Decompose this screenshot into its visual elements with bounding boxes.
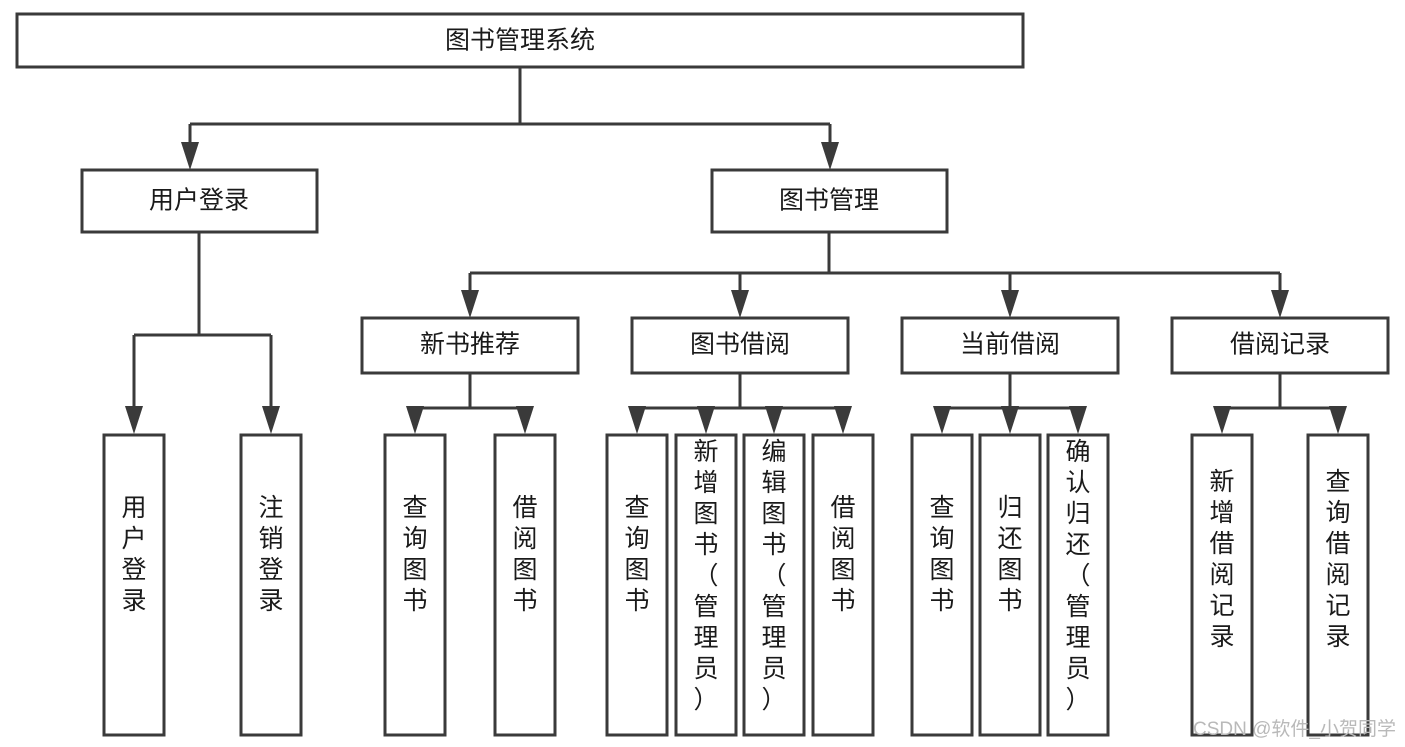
node-box-user-login[interactable] [80, 168, 319, 234]
leaf-label-current-borrow-1: 归还图书 [997, 494, 1022, 615]
leaf-label-book-borrow-0: 查询图书 [624, 494, 649, 615]
arrowhead-current-leaf3 [1069, 406, 1087, 434]
arrowhead-root-to-userlogin [181, 142, 199, 170]
leaf-box-book-borrow-2[interactable] [742, 433, 806, 737]
arrowhead-newbook-leaf1 [406, 406, 424, 434]
arrowhead-borrow-leaf2 [697, 406, 715, 434]
node-label-user-login: 用户登录 [149, 187, 249, 215]
node-user-login[interactable]: 用户登录 [80, 168, 319, 234]
csdn-watermark: CSDN @软件_小贺同学 [1193, 718, 1396, 740]
leaf-user-login-0[interactable]: 用户登录 [102, 433, 166, 737]
arrowhead-borrow-leaf1 [628, 406, 646, 434]
leaf-current-borrow-1[interactable]: 归还图书 [978, 433, 1042, 737]
leaf-box-book-borrow-1[interactable] [674, 433, 738, 737]
arrowhead-record-leaf1 [1213, 406, 1231, 434]
node-label-book-management: 图书管理 [779, 187, 879, 215]
arrowhead-userlogin-leaf1 [125, 406, 143, 434]
leaf-book-borrow-0[interactable]: 查询图书 [605, 433, 669, 737]
leaf-box-book-borrow-0[interactable] [605, 433, 669, 737]
leaf-box-user-login-0[interactable] [102, 433, 166, 737]
leaf-label-book-borrow-1: 新增图书（管理员） [693, 438, 718, 714]
node-box-book-management[interactable] [710, 168, 949, 234]
leaf-label-borrow-record-0: 新增借阅记录 [1209, 468, 1234, 651]
leaf-box-user-login-1[interactable] [239, 433, 303, 737]
node-borrow-record[interactable]: 借阅记录 [1170, 316, 1390, 375]
leaf-borrow-record-1[interactable]: 查询借阅记录 [1306, 433, 1370, 737]
leaf-new-book-1[interactable]: 借阅图书 [493, 433, 557, 737]
node-book-borrow[interactable]: 图书借阅 [630, 316, 850, 375]
arrowhead-bookmgmt-to-record [1271, 290, 1289, 318]
leaf-label-user-login-0: 用户登录 [121, 494, 146, 615]
leaf-current-borrow-2[interactable]: 确认归还（管理员） [1046, 433, 1110, 737]
node-book-management-system[interactable]: 图书管理系统 [15, 12, 1025, 69]
arrowhead-newbook-leaf2 [516, 406, 534, 434]
leaf-label-new-book-0: 查询图书 [402, 494, 427, 615]
leaf-label-new-book-1: 借阅图书 [512, 494, 537, 615]
leaf-new-book-0[interactable]: 查询图书 [383, 433, 447, 737]
leaf-box-current-borrow-2[interactable] [1046, 433, 1110, 737]
arrowhead-borrow-leaf3 [765, 406, 783, 434]
leaf-user-login-1[interactable]: 注销登录 [239, 433, 303, 737]
node-box-current-borrow[interactable] [900, 316, 1120, 375]
node-label-current-borrow: 当前借阅 [960, 331, 1060, 359]
arrowhead-current-leaf2 [1001, 406, 1019, 434]
connector-layer [125, 67, 1347, 434]
arrowhead-borrow-leaf4 [834, 406, 852, 434]
leaf-box-borrow-record-1[interactable] [1306, 433, 1370, 737]
leaf-borrow-record-0[interactable]: 新增借阅记录 [1190, 433, 1254, 737]
leaf-label-current-borrow-2: 确认归还（管理员） [1065, 438, 1090, 714]
leaf-box-book-borrow-3[interactable] [811, 433, 875, 737]
arrowhead-userlogin-leaf2 [262, 406, 280, 434]
arrowhead-bookmgmt-to-current [1001, 290, 1019, 318]
node-current-borrow[interactable]: 当前借阅 [900, 316, 1120, 375]
leaf-box-current-borrow-0[interactable] [910, 433, 974, 737]
leaf-box-borrow-record-0[interactable] [1190, 433, 1254, 737]
leaf-label-user-login-1: 注销登录 [258, 494, 283, 615]
arrowhead-root-to-bookmgmt [821, 142, 839, 170]
node-label-book-borrow: 图书借阅 [690, 331, 790, 359]
node-label-root: 图书管理系统 [445, 27, 595, 55]
leaf-label-book-borrow-3: 借阅图书 [830, 494, 855, 615]
arrowhead-current-leaf1 [933, 406, 951, 434]
node-box-book-borrow[interactable] [630, 316, 850, 375]
leaf-label-current-borrow-0: 查询图书 [929, 494, 954, 615]
arrowhead-record-leaf2 [1329, 406, 1347, 434]
leaf-label-book-borrow-2: 编辑图书（管理员） [761, 438, 786, 714]
node-book-management[interactable]: 图书管理 [710, 168, 949, 234]
leaf-box-current-borrow-1[interactable] [978, 433, 1042, 737]
node-label-borrow-record: 借阅记录 [1230, 331, 1330, 359]
node-new-book-recommend[interactable]: 新书推荐 [360, 316, 580, 375]
arrowhead-bookmgmt-to-borrow [731, 290, 749, 318]
leaf-box-new-book-0[interactable] [383, 433, 447, 737]
arrowhead-bookmgmt-to-newbook [461, 290, 479, 318]
leaf-box-new-book-1[interactable] [493, 433, 557, 737]
leaf-book-borrow-1[interactable]: 新增图书（管理员） [674, 433, 738, 737]
leaf-book-borrow-3[interactable]: 借阅图书 [811, 433, 875, 737]
leaf-current-borrow-0[interactable]: 查询图书 [910, 433, 974, 737]
leaf-label-borrow-record-1: 查询借阅记录 [1325, 468, 1350, 651]
node-label-new-book-recommend: 新书推荐 [420, 331, 520, 359]
node-box-new-book-recommend[interactable] [360, 316, 580, 375]
node-box-borrow-record[interactable] [1170, 316, 1390, 375]
node-box-root[interactable] [15, 12, 1025, 69]
leaf-book-borrow-2[interactable]: 编辑图书（管理员） [742, 433, 806, 737]
